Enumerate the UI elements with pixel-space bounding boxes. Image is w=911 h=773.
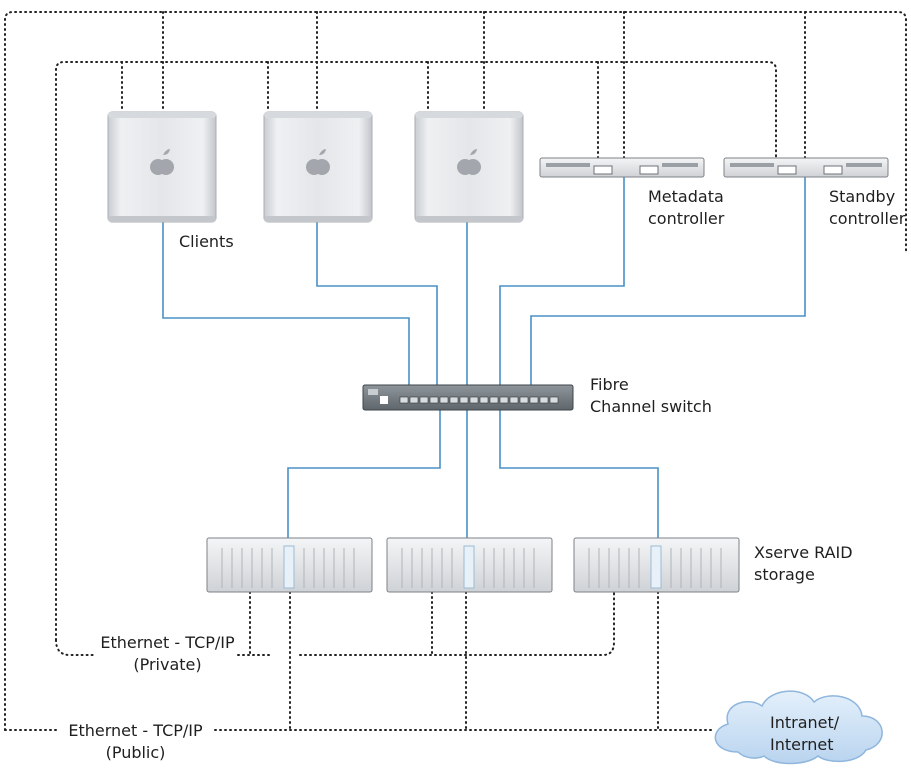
ethernet-public-label: Ethernet - TCP/IP (Public): [58, 720, 213, 764]
ethernet-public-label-line1: Ethernet - TCP/IP: [68, 721, 203, 740]
raid-storage-label-line2: storage: [754, 565, 815, 584]
metadata-controller-label: Metadata controller: [648, 186, 724, 230]
ethernet-private-links: [55, 61, 777, 656]
metadata-controller-label-line2: controller: [648, 209, 725, 228]
fibre-switch-label-line2: Channel switch: [590, 397, 712, 416]
cloud-label: Intranet/ Internet: [770, 712, 839, 756]
fibre-channel-links: [162, 177, 806, 538]
client-tower-1: [107, 111, 217, 223]
standby-controller-label: Standby controller: [829, 186, 905, 230]
standby-controller-server: [723, 157, 889, 178]
ethernet-private-label-line1: Ethernet - TCP/IP: [100, 633, 235, 652]
fibre-channel-switch: [362, 384, 574, 411]
standby-controller-label-line2: controller: [829, 209, 906, 228]
xserve-raid-unit-2: [386, 537, 553, 593]
metadata-controller-server: [539, 157, 705, 178]
raid-storage-label-line1: Xserve RAID: [754, 543, 853, 562]
apple-logo-icon: [306, 149, 330, 175]
cloud-label-line1: Intranet/: [770, 713, 840, 732]
clients-label: Clients: [179, 232, 234, 251]
cloud-icon: [714, 690, 883, 765]
standby-controller-label-line1: Standby: [829, 187, 896, 206]
xserve-raid-unit-1: [206, 537, 373, 593]
ethernet-private-label: Ethernet - TCP/IP (Private): [90, 632, 245, 676]
apple-logo-icon: [457, 149, 481, 175]
client-tower-2: [263, 111, 373, 223]
ethernet-public-label-line2: (Public): [105, 743, 166, 762]
metadata-controller-label-line1: Metadata: [648, 187, 724, 206]
ethernet-private-label-line2: (Private): [133, 655, 202, 674]
cloud-label-line2: Internet: [770, 735, 834, 754]
ethernet-public-links: [4, 11, 907, 731]
fibre-switch-label: Fibre Channel switch: [590, 374, 712, 418]
xserve-raid-unit-3: [573, 537, 740, 593]
client-tower-3: [414, 111, 524, 223]
apple-logo-icon: [150, 149, 174, 175]
raid-storage-label: Xserve RAID storage: [754, 542, 853, 586]
fibre-switch-label-line1: Fibre: [590, 375, 629, 394]
